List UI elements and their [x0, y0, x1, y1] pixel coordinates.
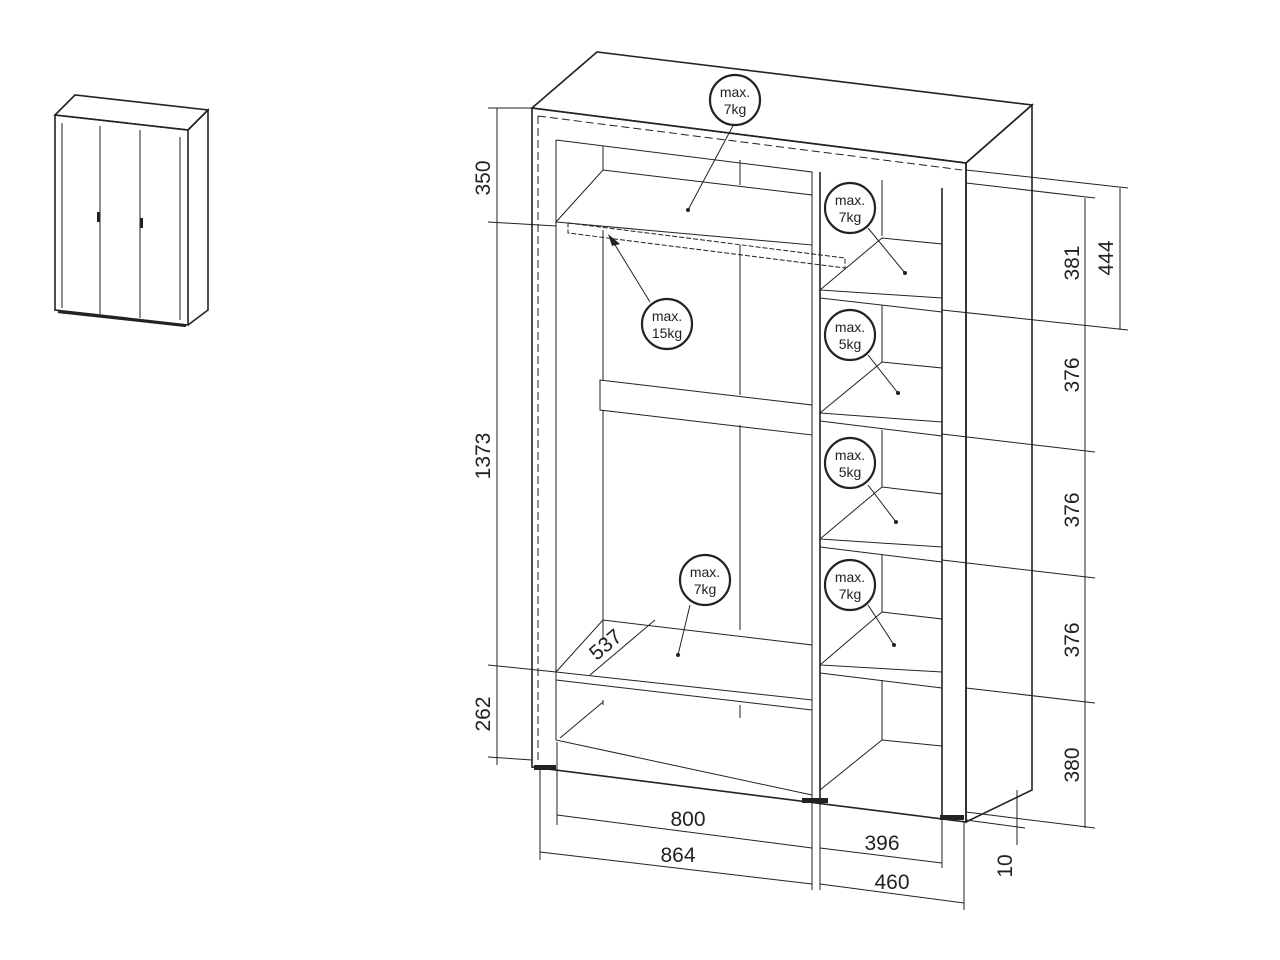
dim-380: 380	[1061, 747, 1084, 782]
dim-381: 381	[1061, 245, 1084, 280]
dim-262: 262	[472, 696, 495, 731]
dim-460: 460	[874, 871, 909, 894]
svg-text:7kg: 7kg	[839, 586, 862, 602]
leader-lines	[608, 121, 907, 657]
dim-350: 350	[472, 160, 495, 195]
svg-text:max.: max.	[835, 569, 865, 585]
dim-444: 444	[1095, 240, 1118, 275]
left-dimensions: 350 1373 262	[472, 107, 557, 765]
svg-text:7kg: 7kg	[839, 209, 862, 225]
load-label-right-shelf-2: max. 5kg	[823, 308, 877, 362]
load-label-hanging-rail: max. 15kg	[640, 297, 694, 351]
dim-1373: 1373	[472, 433, 495, 480]
svg-text:max.: max.	[652, 308, 682, 324]
load-label-bottom-shelf: max. 7kg	[678, 553, 732, 607]
svg-text:5kg: 5kg	[839, 336, 862, 352]
svg-text:max.: max.	[835, 192, 865, 208]
load-label-right-shelf-1: max. 7kg	[823, 181, 877, 235]
load-label-top-shelf: max. 7kg	[708, 73, 762, 127]
right-dimensions: 381 376 376 376 380 444	[941, 169, 1129, 829]
svg-text:max.: max.	[720, 84, 750, 100]
dim-10: 10	[994, 854, 1017, 877]
dim-537: 537	[585, 625, 627, 665]
dim-396: 396	[864, 832, 899, 855]
dim-376-c: 376	[1061, 622, 1084, 657]
svg-text:15kg: 15kg	[652, 325, 682, 341]
svg-text:max.: max.	[835, 447, 865, 463]
load-label-right-shelf-4: max. 7kg	[823, 558, 877, 612]
dim-376-a: 376	[1061, 357, 1084, 392]
dim-864: 864	[660, 844, 695, 867]
dim-800: 800	[670, 808, 705, 831]
svg-text:7kg: 7kg	[694, 581, 717, 597]
svg-text:5kg: 5kg	[839, 464, 862, 480]
svg-text:7kg: 7kg	[724, 101, 747, 117]
bottom-dimensions: 800 864 396 460 10 537	[539, 619, 1026, 910]
svg-text:max.: max.	[835, 319, 865, 335]
dim-376-b: 376	[1061, 492, 1084, 527]
load-label-right-shelf-3: max. 5kg	[823, 436, 877, 490]
wardrobe-thumbnail	[53, 94, 210, 328]
svg-text:max.: max.	[690, 564, 720, 580]
wardrobe-carcass	[530, 51, 1034, 824]
